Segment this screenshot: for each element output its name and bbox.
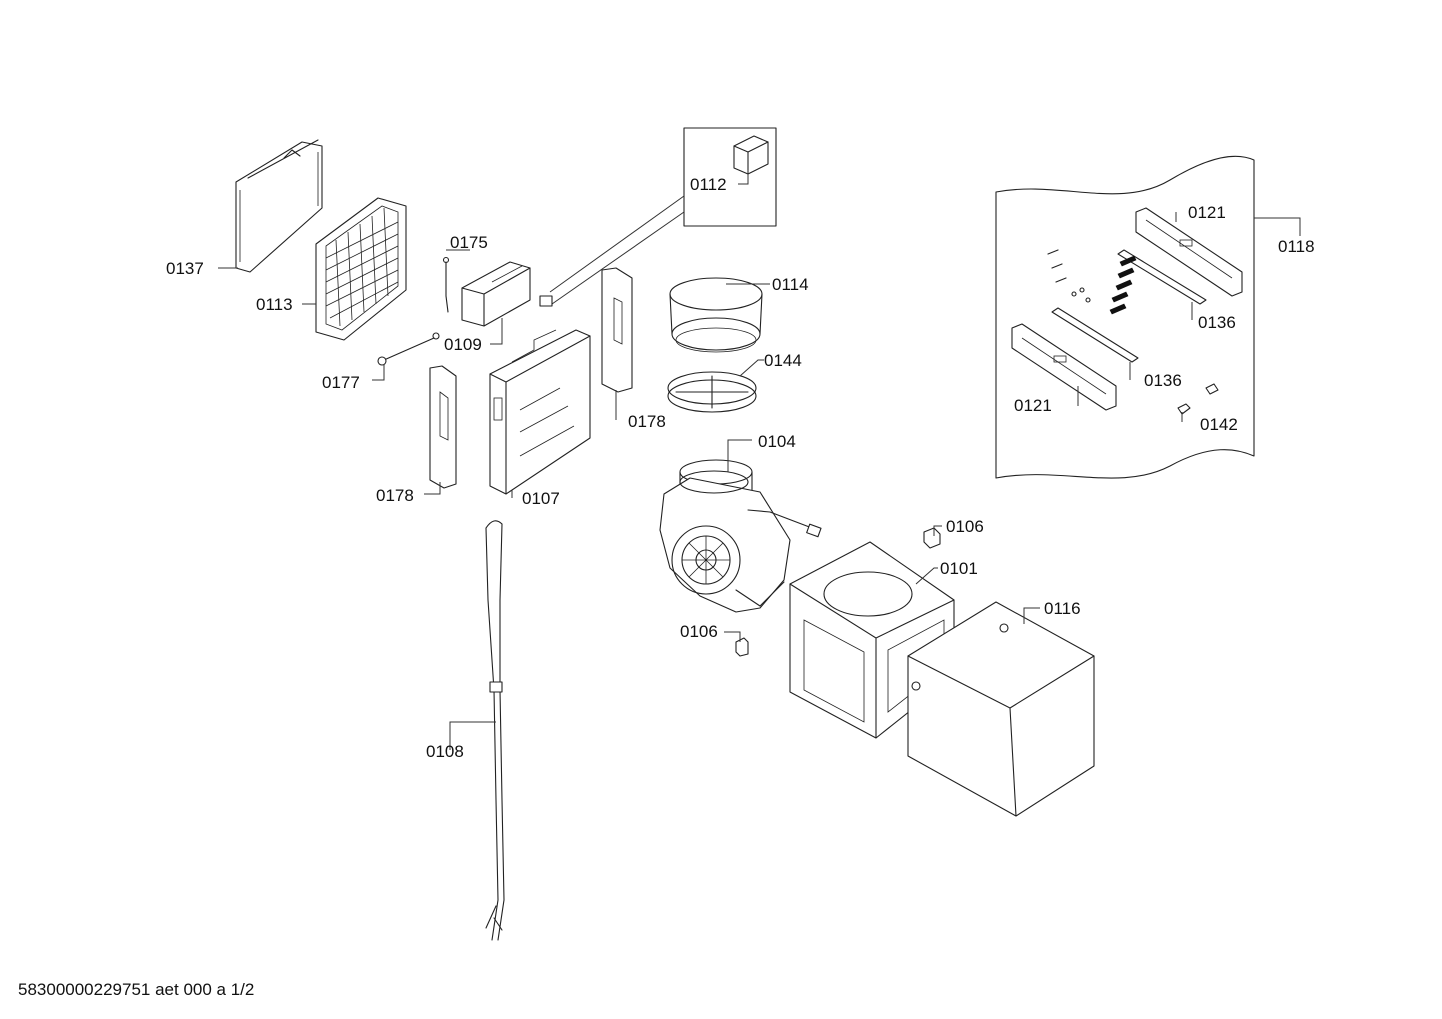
label-0177: 0177	[322, 373, 360, 392]
part-0142-clip	[1177, 383, 1219, 415]
label-0175: 0175	[450, 233, 488, 252]
part-0112-detail-box	[539, 127, 777, 307]
label-0121-lower: 0121	[1014, 396, 1052, 415]
label-0118: 0118	[1278, 237, 1315, 256]
label-0112: 0112	[690, 175, 727, 194]
part-0106-clip-lower	[735, 637, 749, 657]
label-0136-lower: 0136	[1144, 371, 1182, 390]
label-0108: 0108	[426, 742, 464, 761]
part-0108-cable-loom	[485, 520, 505, 941]
label-0113: 0113	[256, 295, 293, 314]
document-footer-code: 58300000229751 aet 000 a 1/2	[18, 980, 255, 999]
label-0104: 0104	[758, 432, 796, 451]
part-0136-rail-upper	[1117, 249, 1207, 305]
label-0142: 0142	[1200, 415, 1238, 434]
part-0114-collar-ring	[669, 277, 763, 353]
label-0106-lower: 0106	[680, 622, 718, 641]
label-0106-upper: 0106	[946, 517, 984, 536]
label-0121-upper: 0121	[1188, 203, 1226, 222]
part-0104-blower	[659, 459, 822, 613]
part-0109-module	[461, 261, 531, 327]
part-0116-outer-cover	[907, 601, 1095, 817]
leader-lines	[218, 170, 1301, 750]
part-small-fasteners	[1047, 249, 1137, 315]
label-0136-upper: 0136	[1198, 313, 1236, 332]
part-0121-bracket-upper	[1135, 207, 1243, 297]
part-0175-wire	[442, 256, 450, 313]
part-0137-cover-plate	[235, 139, 323, 273]
part-0106-clip-upper	[923, 527, 941, 549]
label-0114: 0114	[772, 275, 809, 294]
part-0136-rail-lower	[1051, 307, 1139, 363]
label-0137: 0137	[166, 259, 204, 278]
label-0107: 0107	[522, 489, 560, 508]
part-0144-flap-ring	[667, 371, 757, 413]
label-0178-left: 0178	[376, 486, 414, 505]
label-0116: 0116	[1044, 599, 1081, 618]
part-0178-plate-left	[429, 365, 457, 489]
label-0144: 0144	[764, 351, 802, 370]
part-0178-plate-right	[601, 267, 633, 393]
label-0101: 0101	[940, 559, 978, 578]
part-0118-kit-panel	[995, 155, 1255, 479]
part-0177-sensor-cable	[377, 332, 440, 366]
part-0121-bracket-lower	[1011, 323, 1117, 411]
part-0113-grease-filter	[315, 197, 407, 341]
label-0109: 0109	[444, 335, 482, 354]
label-0178-right: 0178	[628, 412, 666, 431]
part-labels: 0137 0113 0175 0109 0177 0178 0178 0107 …	[166, 175, 1315, 761]
part-0107-control-housing	[489, 329, 591, 495]
